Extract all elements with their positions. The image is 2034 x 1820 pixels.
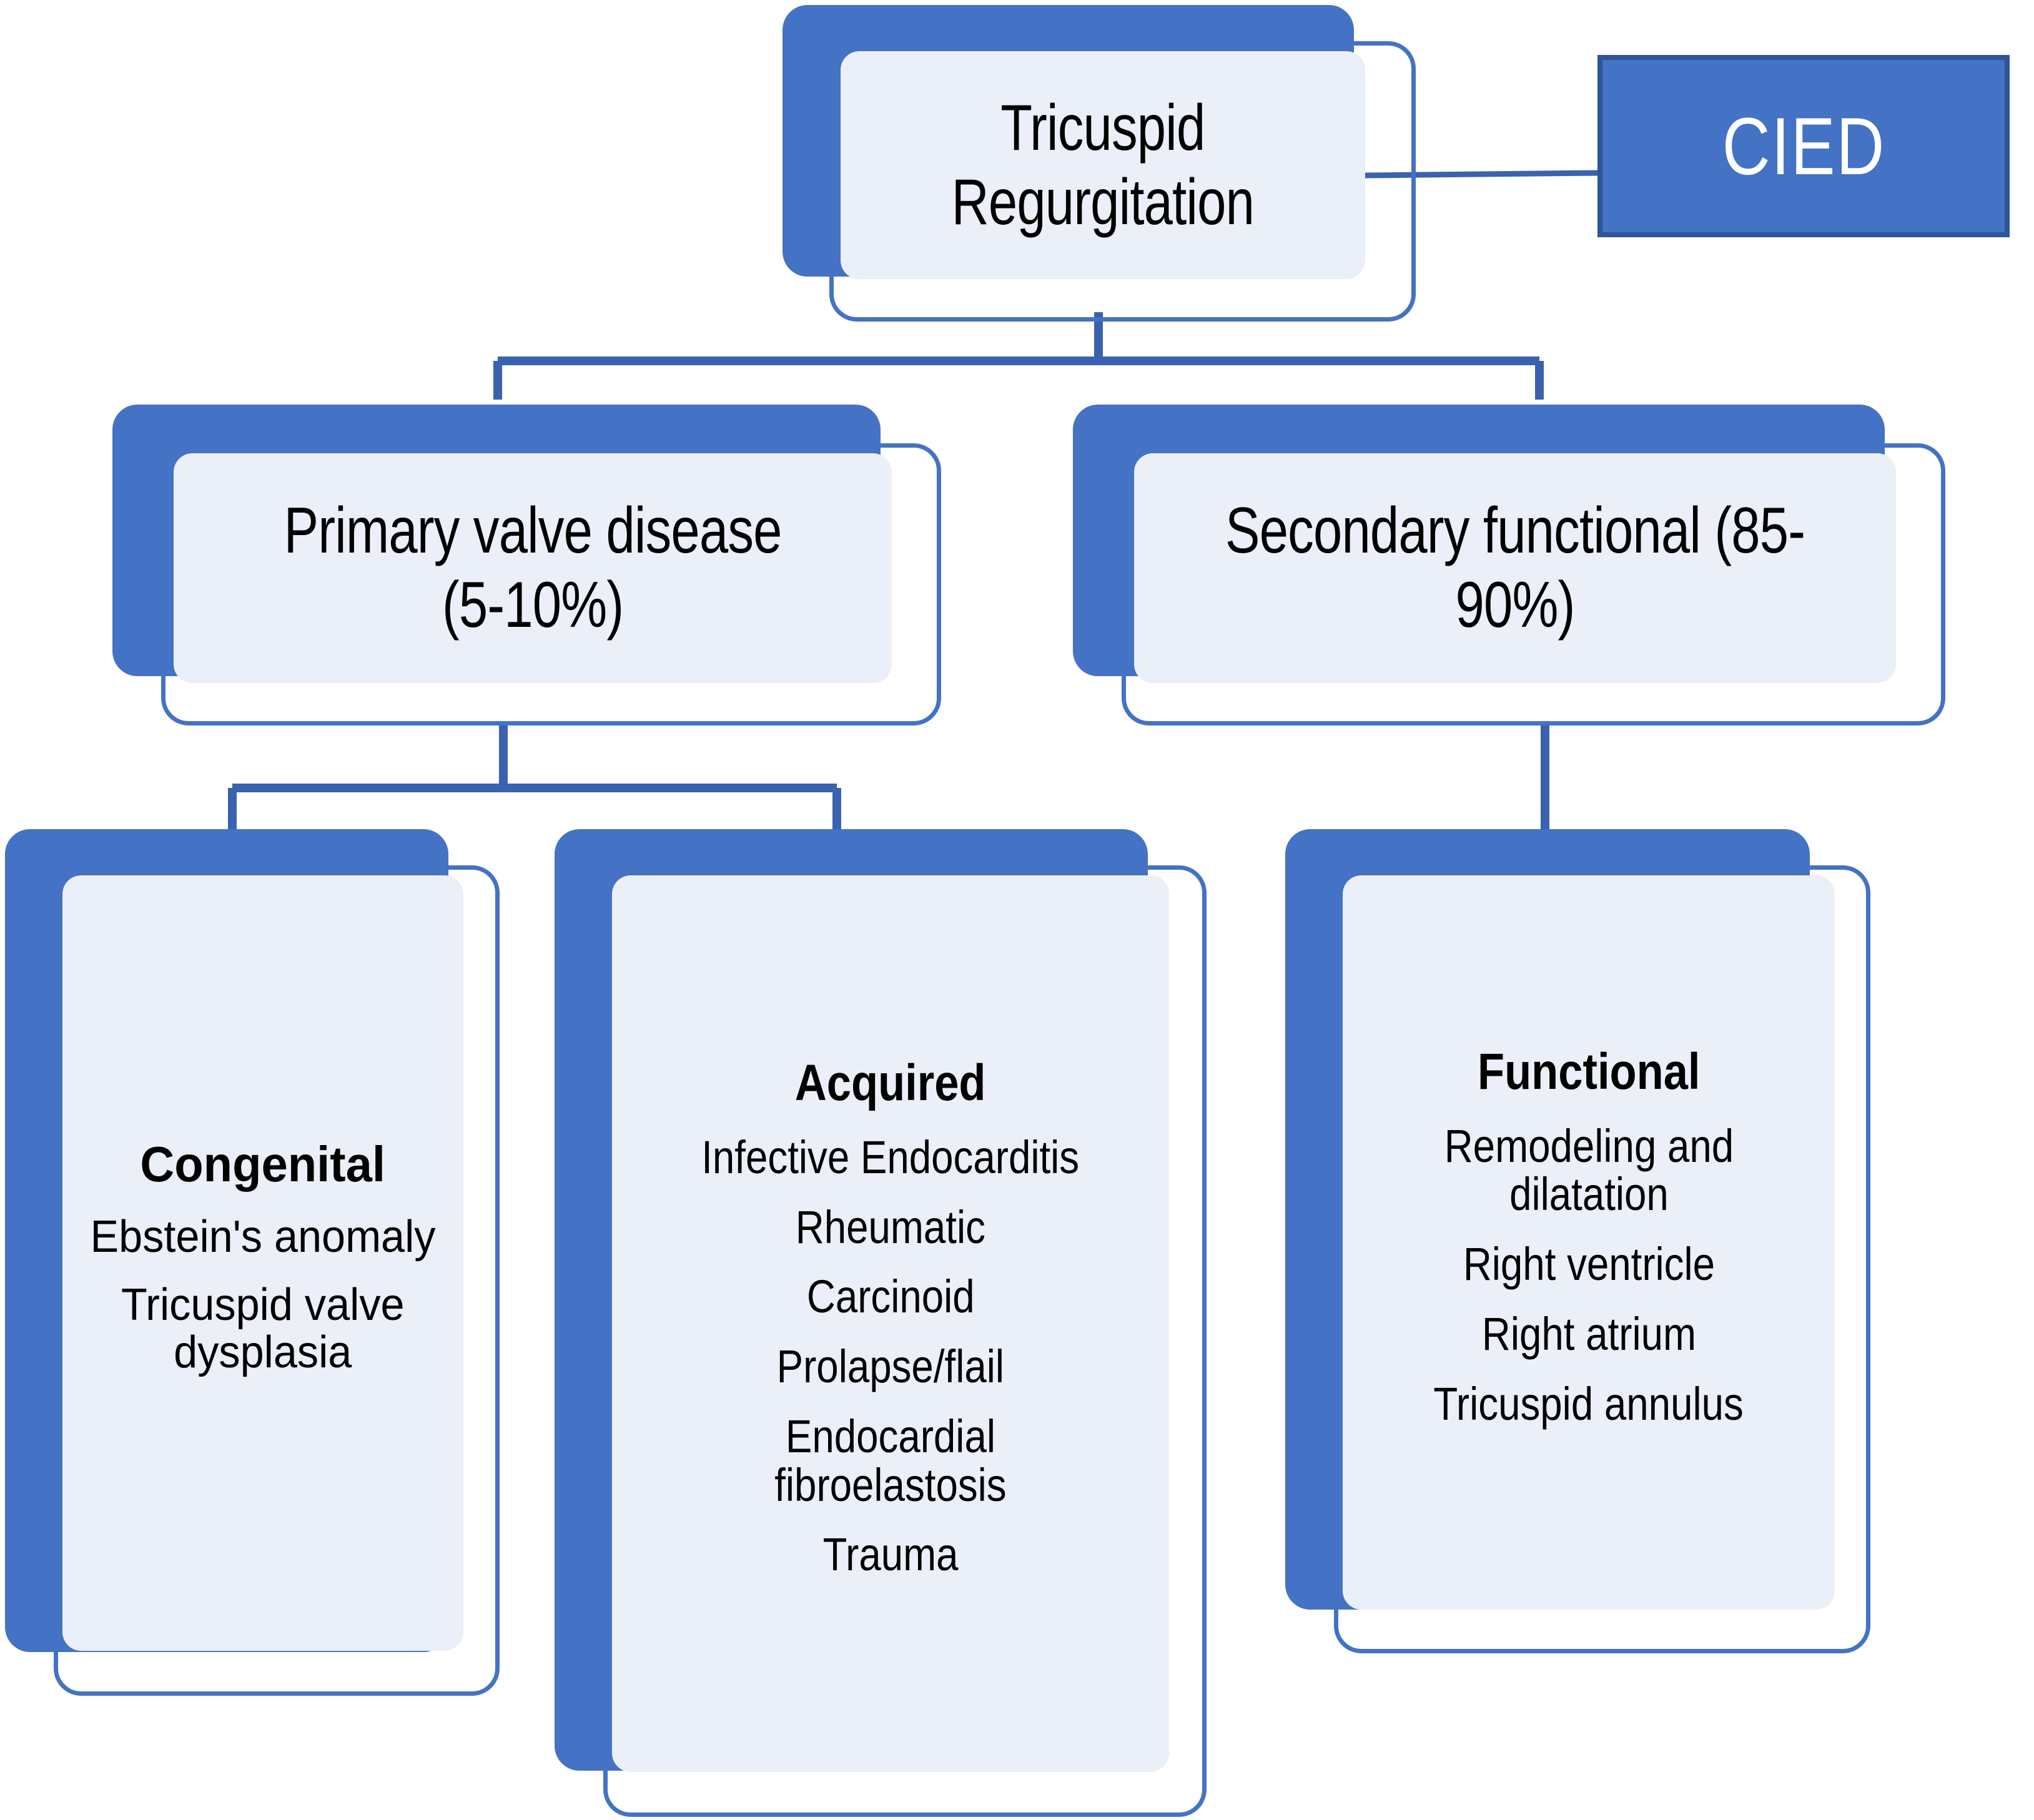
node-functional[interactable]: Functional Remodeling and dilatation Rig…	[1285, 829, 1872, 1653]
node-title: Acquired	[795, 1055, 986, 1112]
node-outline-plate	[161, 443, 941, 726]
node-text-panel: Functional Remodeling and dilatation Rig…	[1343, 875, 1835, 1610]
node-primary-valve-disease[interactable]: Primary valve disease (5-10%)	[112, 405, 941, 726]
node-item: Tricuspid valve dysplasia	[121, 1280, 405, 1377]
node-item: Right ventricle	[1463, 1238, 1715, 1291]
node-text-panel: Tricuspid Regurgitation	[841, 51, 1365, 279]
node-item: Right atrium	[1481, 1307, 1696, 1360]
node-title: Functional	[1477, 1043, 1701, 1100]
node-congenital[interactable]: Congenital Ebstein's anomaly Tricuspid v…	[5, 829, 505, 1697]
node-item: Infective Endocarditis	[701, 1131, 1080, 1184]
node-outline-plate	[829, 41, 1416, 322]
node-item: Tricuspid annulus	[1433, 1377, 1744, 1430]
node-item: Trauma	[822, 1528, 959, 1581]
node-outline-plate	[54, 865, 500, 1696]
cied-label: CIED	[1722, 101, 1885, 192]
node-label: Tricuspid Regurgitation	[951, 91, 1255, 239]
cied-callout-box[interactable]: CIED	[1597, 55, 2010, 237]
node-item: Endocardial fibroelastosis	[774, 1410, 1007, 1511]
node-item: Remodeling and dilatation	[1444, 1119, 1734, 1221]
node-acquired[interactable]: Acquired Infective Endocarditis Rheumati…	[555, 829, 1207, 1817]
node-outline-plate	[603, 865, 1207, 1817]
node-text-panel: Congenital Ebstein's anomaly Tricuspid v…	[62, 875, 463, 1651]
node-tricuspid-regurgitation[interactable]: Tricuspid Regurgitation	[782, 5, 1416, 322]
node-item: Ebstein's anomaly	[90, 1211, 436, 1262]
node-item: Rheumatic	[795, 1201, 986, 1253]
node-text-panel: Primary valve disease (5-10%)	[174, 453, 892, 683]
node-item: Prolapse/flail	[776, 1340, 1005, 1393]
node-label: Primary valve disease (5-10%)	[284, 494, 782, 641]
node-text-panel: Secondary functional (85- 90%)	[1134, 453, 1896, 683]
node-label: Secondary functional (85- 90%)	[1225, 494, 1805, 641]
node-text-panel: Acquired Infective Endocarditis Rheumati…	[612, 875, 1169, 1772]
node-secondary-functional[interactable]: Secondary functional (85- 90%)	[1073, 405, 1945, 726]
node-outline-plate	[1334, 865, 1870, 1653]
node-item: Carcinoid	[806, 1271, 975, 1323]
node-title: Congenital	[140, 1136, 386, 1192]
node-outline-plate	[1122, 443, 1945, 726]
